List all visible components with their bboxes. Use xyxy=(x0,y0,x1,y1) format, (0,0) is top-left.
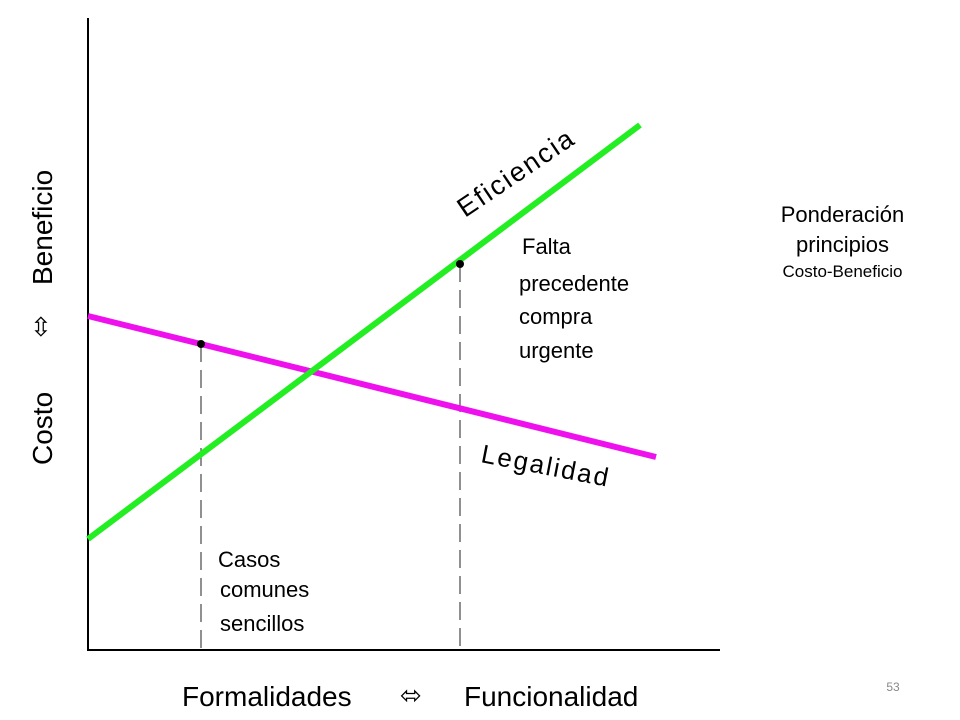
y-axis-beneficio: Beneficio xyxy=(27,170,58,285)
legalidad-label: Legalidad xyxy=(479,438,613,492)
annotation-casos-line: Casos xyxy=(218,547,280,572)
annotation-falta: Falta precedente compra urgente xyxy=(519,234,629,363)
y-axis-costo: Costo xyxy=(27,392,58,465)
point-falta xyxy=(456,260,464,268)
annotation-falta-line: compra xyxy=(519,304,593,329)
eficiencia-label: Eficiencia xyxy=(452,122,581,223)
side-caption-line2: principios xyxy=(796,232,889,257)
side-caption: Ponderación principios Costo-Beneficio xyxy=(740,200,945,284)
x-axis-label: Formalidades ⬄ Funcionalidad xyxy=(182,680,638,712)
y-axis-arrow-icon: ⇳ xyxy=(30,312,52,342)
annotation-falta-line: Falta xyxy=(522,234,572,259)
eficiencia-line xyxy=(86,122,642,542)
annotation-falta-line: precedente xyxy=(519,271,629,296)
x-axis-arrow-icon: ⬄ xyxy=(400,680,422,710)
page-number: 53 xyxy=(886,680,900,694)
point-casos xyxy=(197,340,205,348)
annotation-casos-line: sencillos xyxy=(220,611,304,636)
x-axis-formalidades: Formalidades xyxy=(182,681,352,712)
legalidad-line xyxy=(87,313,657,460)
annotation-casos: Casos comunes sencillos xyxy=(218,547,309,636)
side-caption-line1: Ponderación xyxy=(780,202,905,227)
annotation-falta-line: urgente xyxy=(519,338,594,363)
y-axis-label: Costo ⇳ Beneficio xyxy=(27,170,58,465)
side-caption-line3: Costo-Beneficio xyxy=(782,262,903,281)
x-axis-funcionalidad: Funcionalidad xyxy=(464,681,638,712)
annotation-casos-line: comunes xyxy=(220,577,309,602)
